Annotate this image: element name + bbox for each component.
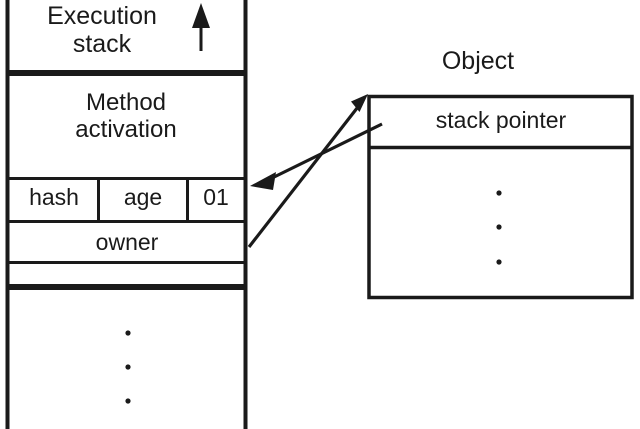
object-field-stack-pointer: stack pointer	[435, 107, 567, 133]
arrow-owner-to-object-head	[351, 94, 368, 112]
arrow-stackpointer-to-flag	[250, 122, 383, 190]
object-box-outline	[367, 94, 634, 300]
stack-field-owner: owner	[95, 229, 159, 255]
arrow-stackpointer-to-flag-head	[250, 172, 276, 190]
object-dot-3	[496, 259, 502, 265]
stack-dot-1	[125, 330, 131, 336]
stack-dot-2	[125, 364, 131, 370]
up-arrow-head	[192, 3, 210, 28]
object-dot-2	[496, 224, 502, 230]
arrow-owner-to-object	[247, 94, 368, 248]
method-activation-label: Method activation	[75, 89, 177, 143]
arrow-owner-to-object-shaft	[247, 102, 363, 248]
object-title: Object	[441, 47, 515, 75]
object-box	[367, 94, 634, 300]
stack-field-flag: 01	[203, 184, 229, 210]
stack-dot-3	[125, 398, 131, 404]
object-dot-1	[496, 190, 502, 196]
stack-field-age: age	[123, 184, 163, 210]
stack-field-hash: hash	[29, 184, 79, 210]
execution-stack-column	[5, 0, 248, 429]
arrow-stackpointer-to-flag-shaft	[267, 122, 383, 182]
header-fields-row	[7, 179, 246, 223]
execution-stack-title: Execution stack	[47, 2, 157, 58]
stack-vertical-dots	[125, 330, 131, 404]
up-arrow-icon	[192, 3, 210, 51]
